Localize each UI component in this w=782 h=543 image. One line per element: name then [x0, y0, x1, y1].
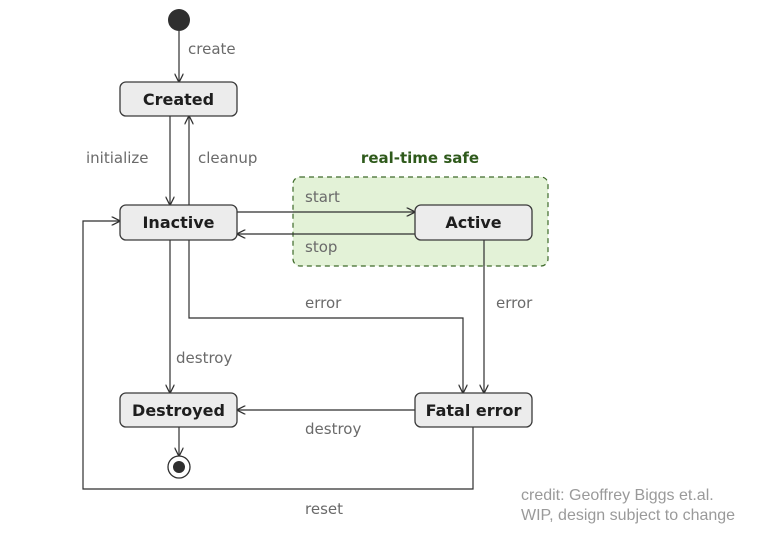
final-state: [167, 455, 191, 479]
region-label: real-time safe: [361, 149, 479, 167]
state-active: Active: [414, 204, 533, 241]
state-fatal-error: Fatal error: [414, 392, 533, 428]
edge-reset: [82, 221, 474, 490]
label-start: start: [305, 188, 340, 206]
label-error-active: error: [496, 294, 533, 312]
state-created: Created: [119, 81, 238, 117]
label-stop: stop: [305, 238, 337, 256]
state-active-label: Active: [445, 213, 501, 232]
state-inactive-label: Inactive: [142, 213, 214, 232]
state-created-label: Created: [143, 90, 214, 109]
state-destroyed: Destroyed: [119, 392, 238, 428]
credit-line: credit: Geoffrey Biggs et.al.: [521, 487, 714, 504]
transitions: [82, 31, 484, 490]
state-fatal-error-label: Fatal error: [426, 401, 522, 420]
state-inactive: Inactive: [119, 204, 238, 241]
credit-note: credit: Geoffrey Biggs et.al. WIP, desig…: [521, 486, 735, 526]
wip-disclaimer: WIP, design subject to change: [521, 507, 736, 524]
initial-state-dot: [168, 9, 190, 31]
label-destroy-fatal: destroy: [305, 420, 361, 438]
label-cleanup: cleanup: [198, 149, 257, 167]
transition-labels: create initialize cleanup start stop err…: [86, 40, 533, 518]
label-create: create: [188, 40, 236, 58]
edge-error-inactive: [188, 240, 463, 393]
state-destroyed-label: Destroyed: [132, 401, 225, 420]
label-error-inactive: error: [305, 294, 342, 312]
label-reset: reset: [305, 500, 343, 518]
label-initialize: initialize: [86, 149, 149, 167]
label-destroy-inactive: destroy: [176, 349, 232, 367]
